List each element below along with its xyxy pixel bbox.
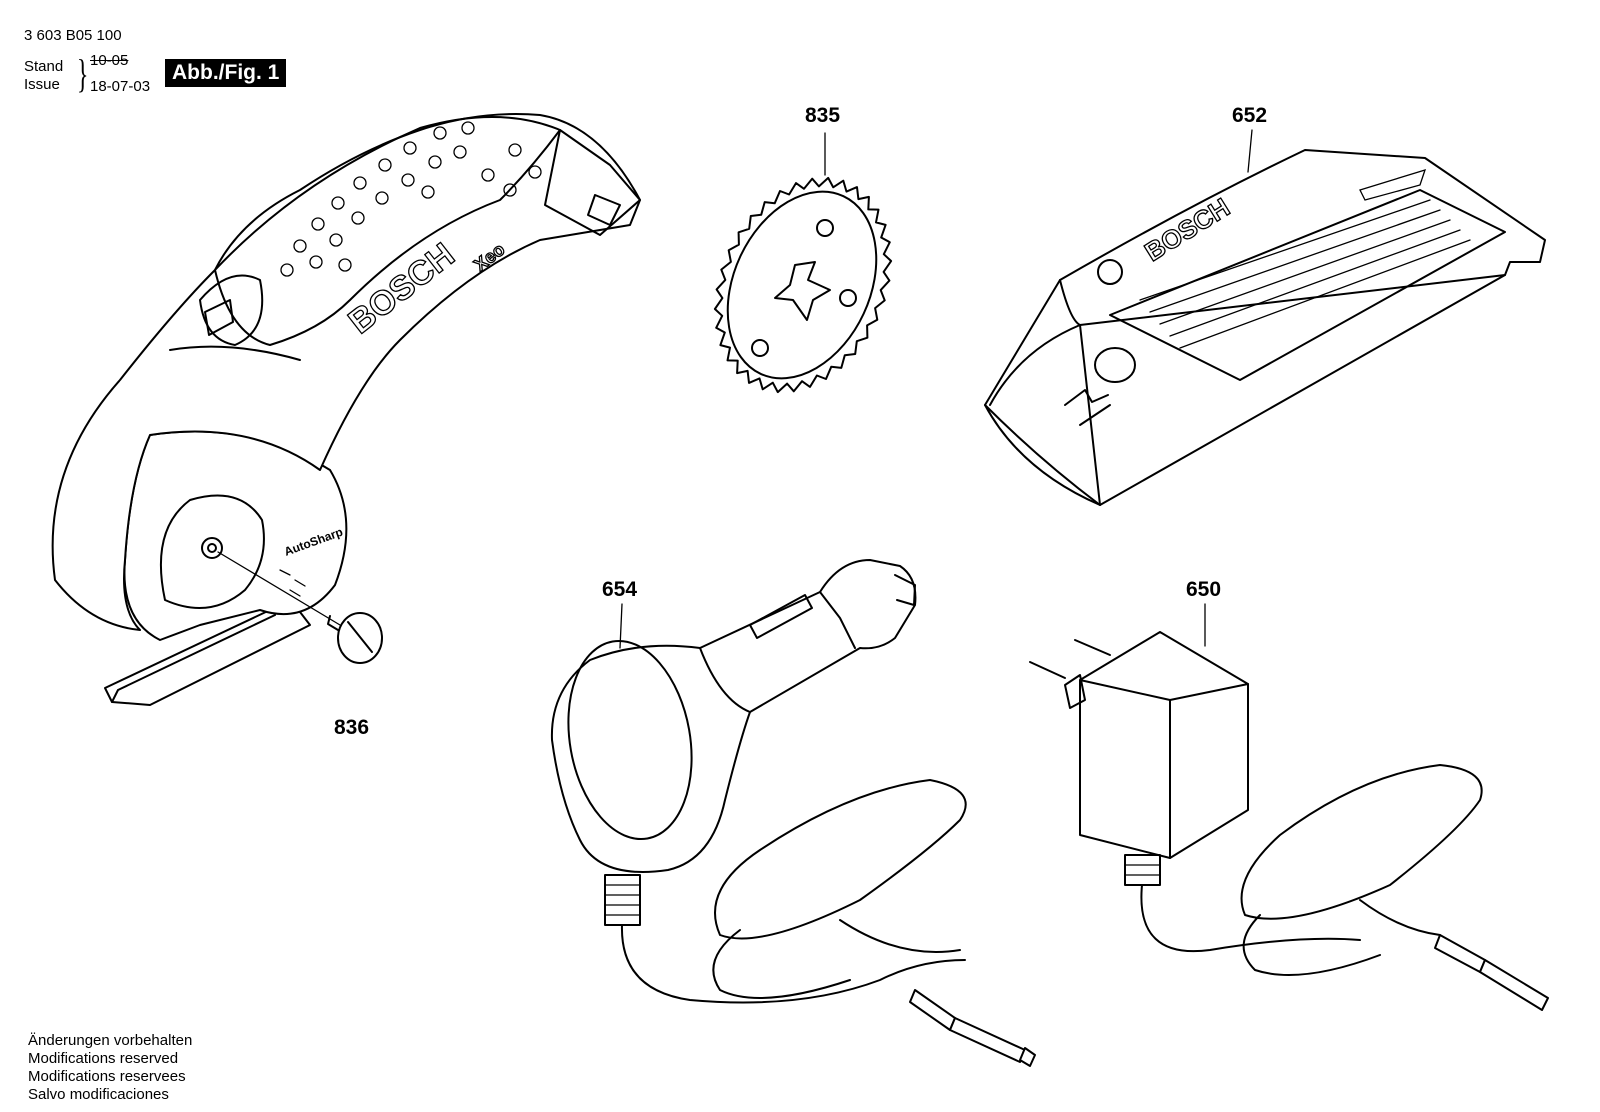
callout-836: 836 — [334, 716, 370, 739]
date-crossed: 10-05 — [90, 52, 129, 69]
power-supply — [1029, 603, 1549, 1011]
note-line-fr: Modifications reservees — [28, 1068, 186, 1085]
part-number: 3 603 B05 100 — [24, 27, 122, 44]
callout-654: 654 — [602, 578, 638, 601]
figure-label: Abb./Fig. 1 — [165, 59, 287, 87]
charger-cradle: BOSCH — [984, 129, 1546, 506]
callout-650: 650 — [1186, 578, 1222, 601]
issue-label: Issue — [24, 76, 60, 93]
callout-652: 652 — [1232, 104, 1268, 127]
brace-glyph: } — [76, 51, 89, 96]
modifications-note: Änderungen vorbehalten Modifications res… — [28, 1032, 192, 1104]
note-line-es: Salvo modificaciones — [28, 1086, 169, 1103]
callout-835: 835 — [805, 104, 841, 127]
grip-dots — [280, 121, 542, 277]
cutter-tool: BOSCH Xeo AutoSharp — [51, 113, 641, 706]
note-line-de: Änderungen vorbehalten — [28, 1032, 193, 1049]
note-line-en: Modifications reserved — [28, 1050, 179, 1067]
stand-label: Stand — [24, 58, 64, 75]
date-current: 18-07-03 — [90, 78, 151, 95]
saw-blade — [713, 132, 893, 394]
car-adapter — [550, 559, 1036, 1067]
